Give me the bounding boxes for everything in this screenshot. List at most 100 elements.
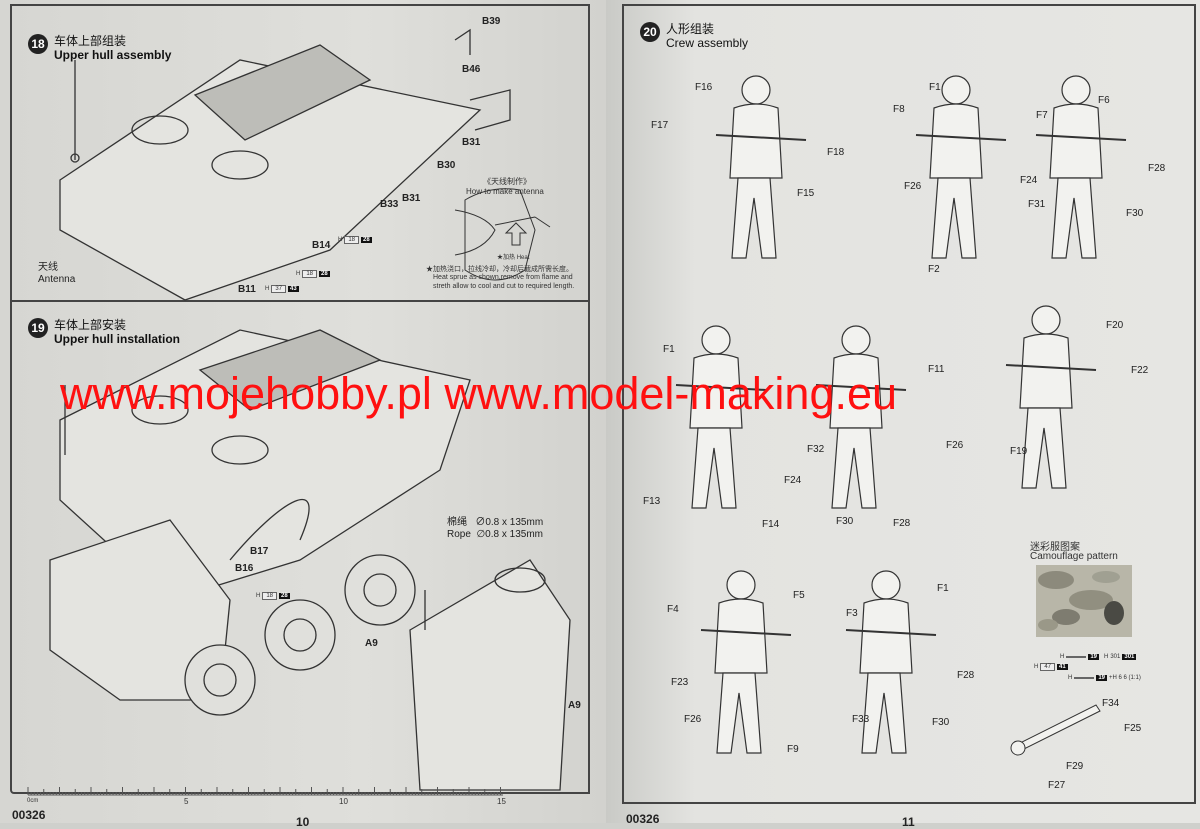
crew-figure	[675, 325, 767, 509]
part-label: F31	[1028, 199, 1046, 210]
part-label: F29	[1066, 761, 1084, 772]
step-title-en: Upper hull installation	[54, 332, 181, 346]
part-label: A9	[365, 638, 378, 649]
part-label: F26	[904, 181, 922, 192]
watermark: www.mojehobby.pl www.model-making.eu	[60, 368, 898, 419]
howto-note-en: Heat sprue as shown,remove from flame an…	[433, 274, 573, 281]
rope-label-en: Rope	[447, 529, 471, 540]
product-code: 00326	[12, 808, 46, 822]
paint-code-prefix: H	[265, 286, 270, 292]
camo-title-en: Camouflage pattern	[1030, 551, 1118, 562]
crew-figure	[915, 75, 1007, 259]
product-code: 00326	[626, 812, 660, 826]
part-label: B11	[238, 284, 256, 295]
crew-figure	[715, 75, 807, 259]
part-label: F13	[643, 496, 661, 507]
part-label: F1	[929, 82, 941, 93]
part-label: F1	[663, 344, 675, 355]
howto-title-en: How to make antenna	[466, 187, 544, 196]
crew-figures-drawing	[675, 75, 1127, 756]
ruler-tick: 15	[497, 797, 506, 806]
part-label: F30	[836, 516, 854, 527]
ruler-tick: 5	[184, 797, 189, 806]
camo-title-cn: 迷彩服图案	[1030, 542, 1080, 553]
page-number: 11	[902, 815, 915, 829]
part-label: B31	[402, 193, 421, 204]
paint-code-c: 28	[279, 593, 290, 599]
crew-figure	[1035, 75, 1127, 259]
paint-code-mix: +H 6 6 (1:1)	[1109, 675, 1141, 681]
part-label: B16	[235, 563, 254, 574]
heat-label-cn: ★加热	[497, 255, 516, 261]
paint-code-c: 43	[288, 286, 299, 292]
part-label: F2	[928, 264, 940, 275]
rope-spec-value: ∅0.8 x 135mm	[475, 517, 544, 528]
paint-code-h: 47	[1040, 663, 1056, 671]
part-label: F24	[1020, 175, 1038, 186]
step-19-panel	[10, 300, 590, 794]
paint-code-prefix: H	[1104, 654, 1109, 660]
paint-code-c: 28	[319, 271, 330, 277]
heat-label-en: Heat	[516, 255, 530, 261]
crew-figure	[700, 570, 792, 754]
rocket-launcher-icon	[1010, 704, 1101, 756]
part-label: F24	[784, 475, 802, 486]
part-label: F8	[893, 104, 905, 115]
step-title-cn: 车体上部安装	[54, 318, 127, 332]
paint-code-h: 18	[302, 270, 318, 278]
paint-code-prefix: H	[1060, 654, 1065, 660]
ruler	[27, 787, 503, 796]
paint-code-h: 301	[1110, 654, 1121, 660]
step-20-panel	[622, 4, 1196, 804]
part-label: F23	[671, 677, 689, 688]
part-label: F14	[762, 519, 780, 530]
part-label: F25	[1124, 723, 1142, 734]
part-label: F3	[846, 608, 858, 619]
paint-code-prefix: H	[338, 237, 343, 243]
page-number: 10	[296, 815, 310, 829]
ruler-tick: 10	[339, 797, 348, 806]
part-label: F5	[793, 590, 805, 601]
part-label: F26	[946, 440, 964, 451]
step-title-en: Upper hull assembly	[54, 48, 172, 62]
part-label: B46	[462, 64, 481, 75]
part-label: F20	[1106, 320, 1124, 331]
part-label: F15	[797, 188, 815, 199]
crew-figure	[815, 325, 907, 509]
part-label: F18	[827, 147, 845, 158]
part-label: F30	[932, 717, 950, 728]
paint-code-h: 18	[262, 592, 278, 600]
part-label: F27	[1048, 780, 1066, 791]
step-title-en: Crew assembly	[666, 36, 749, 50]
paint-code-prefix: H	[1068, 675, 1073, 681]
part-label: F9	[787, 744, 799, 755]
part-label: F26	[684, 714, 702, 725]
part-label: B31	[462, 137, 481, 148]
part-label: F22	[1131, 365, 1149, 376]
antenna-label-en: Antenna	[38, 274, 76, 285]
part-label: F28	[1148, 163, 1166, 174]
crew-figure	[845, 570, 937, 754]
part-label: F28	[893, 518, 911, 529]
howto-title-cn: 《天线制作》	[483, 177, 531, 186]
paint-code-c: 19	[1096, 675, 1108, 681]
part-label: F16	[695, 82, 713, 93]
paint-code-prefix: H	[296, 271, 301, 277]
paint-code-h	[1074, 677, 1095, 679]
rope-spec: 棉绳 ∅0.8 x 135mm Rope ∅0.8 x 135mm	[447, 517, 543, 541]
paint-code-c: 301	[1122, 654, 1137, 660]
part-label: F4	[667, 604, 679, 615]
part-label: F30	[1126, 208, 1144, 219]
hull-assembly-drawing	[49, 28, 571, 791]
step-number: 20	[640, 22, 660, 42]
part-label: B14	[312, 240, 331, 251]
part-label: F11	[928, 364, 945, 375]
paint-code-h: 37	[271, 285, 287, 293]
heat-label: ★加热 Heat	[497, 252, 529, 261]
